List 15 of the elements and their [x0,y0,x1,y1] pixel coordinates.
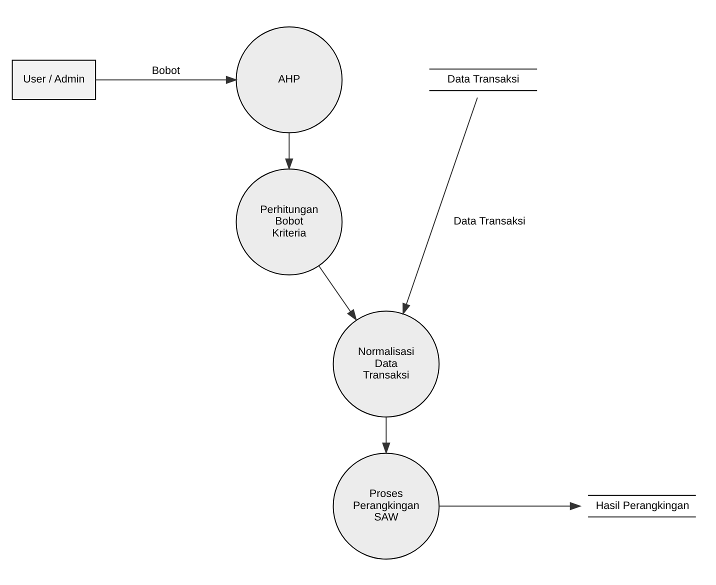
node-circle: Perhitungan Bobot Kriteria [236,168,343,275]
node-circle: Normalisasi Data Transaksi [332,310,440,417]
edge-label: Data Transaksi [454,215,526,228]
arrow [95,75,238,84]
node-text: Hasil Perangkingan [596,499,690,512]
node-box: User / Admin [12,59,96,100]
arrow [318,265,358,320]
arrow [382,416,390,454]
arrow [438,502,582,510]
node-text: Data Transaksi [447,73,520,86]
node-circle: AHP [236,26,343,133]
arrow [285,132,294,170]
node-circle: Proses Perangkingan SAW [332,452,440,560]
edge-label: Bobot [152,64,180,76]
arrow [402,96,478,315]
